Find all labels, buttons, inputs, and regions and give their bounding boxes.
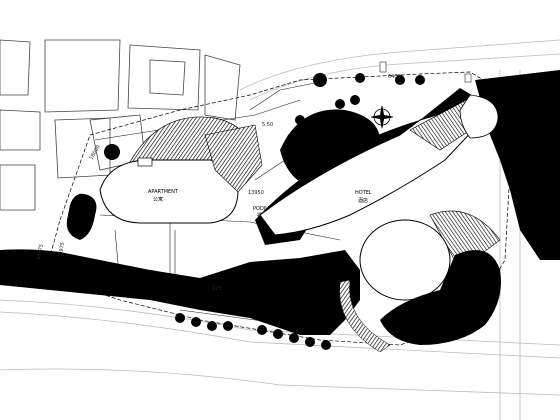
neighbor-buildings (0, 39, 241, 211)
dimension-right: 6400 (388, 74, 401, 80)
entrance-label-en: ENTRANCE (150, 278, 177, 284)
shrub-dots-south (175, 313, 331, 350)
dimension-left-mid: 46875 (36, 244, 45, 261)
compass-icon (370, 105, 394, 129)
apartment-label-en: APARTMENT (148, 189, 179, 195)
annotation-boxes (379, 61, 472, 83)
dimension-bottom: 125 (212, 286, 222, 292)
dimension-left-low: 5975 (58, 242, 66, 256)
hotel-label-en: HOTEL (355, 190, 372, 196)
hotel-label-cn: 酒店 (358, 197, 368, 204)
dimension-top-small: 5.50 (262, 122, 273, 128)
east-round-tower (459, 94, 499, 139)
site-boundary (44, 71, 511, 346)
rotunda-hatch (429, 210, 501, 271)
entrance-label-cn: 入口 (150, 285, 160, 291)
podium-dimension: 13950 (248, 190, 264, 196)
southeast-curve-hatch (339, 279, 391, 353)
hedge-band-south (0, 249, 360, 335)
podium-canopy (204, 124, 263, 193)
dimension-left-top: 18000 (89, 144, 102, 161)
apartment-label-cn: 公寓 (153, 196, 163, 203)
apartment-core (137, 157, 153, 167)
palm-trees-north (287, 73, 425, 143)
rotunda-building (359, 219, 451, 301)
southeast-garden-black (380, 250, 501, 345)
podium-label-en: PODIUM (253, 206, 273, 212)
